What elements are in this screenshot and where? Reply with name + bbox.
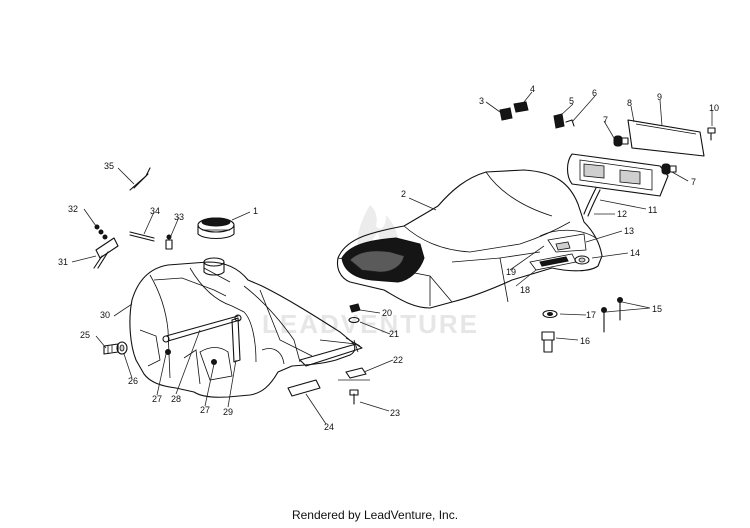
- leader-lines: [71, 91, 713, 425]
- callout-16: 16: [580, 336, 590, 346]
- callout-29: 29: [223, 407, 233, 417]
- tank-mounting-bracket: [299, 339, 363, 367]
- callout-7b: 7: [691, 177, 696, 187]
- seat-hardware: [541, 297, 623, 353]
- callout-28: 28: [171, 394, 181, 404]
- callout-27b: 27: [200, 405, 210, 415]
- callout-8: 8: [627, 98, 632, 108]
- callout-13: 13: [624, 226, 634, 236]
- callout-22: 22: [393, 355, 403, 365]
- callout-6: 6: [592, 88, 597, 98]
- callout-30: 30: [100, 310, 110, 320]
- callout-5: 5: [569, 96, 574, 106]
- callout-10: 10: [709, 103, 719, 113]
- callout-33: 33: [174, 212, 184, 222]
- callout-32: 32: [68, 204, 78, 214]
- callout-9: 9: [657, 92, 662, 102]
- callout-31: 31: [58, 257, 68, 267]
- callout-25: 25: [80, 330, 90, 340]
- seat-assembly: [336, 169, 603, 309]
- callout-1: 1: [253, 206, 258, 216]
- small-hardware: [93, 167, 367, 405]
- watermark-text: LEADVENTURE: [262, 309, 479, 339]
- callout-18: 18: [520, 285, 530, 295]
- footer-credit: Rendered by LeadVenture, Inc.: [291, 508, 459, 522]
- callout-24: 24: [324, 422, 334, 432]
- callout-35: 35: [104, 161, 114, 171]
- callout-23: 23: [390, 408, 400, 418]
- fuel-tank: [129, 217, 361, 398]
- callout-19: 19: [506, 267, 516, 277]
- callout-4: 4: [530, 84, 535, 94]
- callout-3: 3: [479, 96, 484, 106]
- callout-11: 11: [648, 205, 657, 215]
- callout-21: 21: [389, 329, 399, 339]
- callout-2: 2: [401, 189, 406, 199]
- callout-20: 20: [382, 308, 392, 318]
- callout-15: 15: [652, 304, 662, 314]
- callout-14: 14: [630, 248, 640, 258]
- callout-12: 12: [617, 209, 627, 219]
- gas-cap: [197, 217, 235, 240]
- callout-27a: 27: [152, 394, 162, 404]
- callout-numbers: 1 2 3 4 5 6 7 7 8 9 10 11 12 13 14 15 16…: [58, 84, 719, 432]
- callout-17: 17: [586, 310, 596, 320]
- callout-34: 34: [150, 206, 160, 216]
- callout-7a: 7: [603, 115, 608, 125]
- callout-26: 26: [128, 376, 138, 386]
- tail-light-assembly: [499, 101, 716, 217]
